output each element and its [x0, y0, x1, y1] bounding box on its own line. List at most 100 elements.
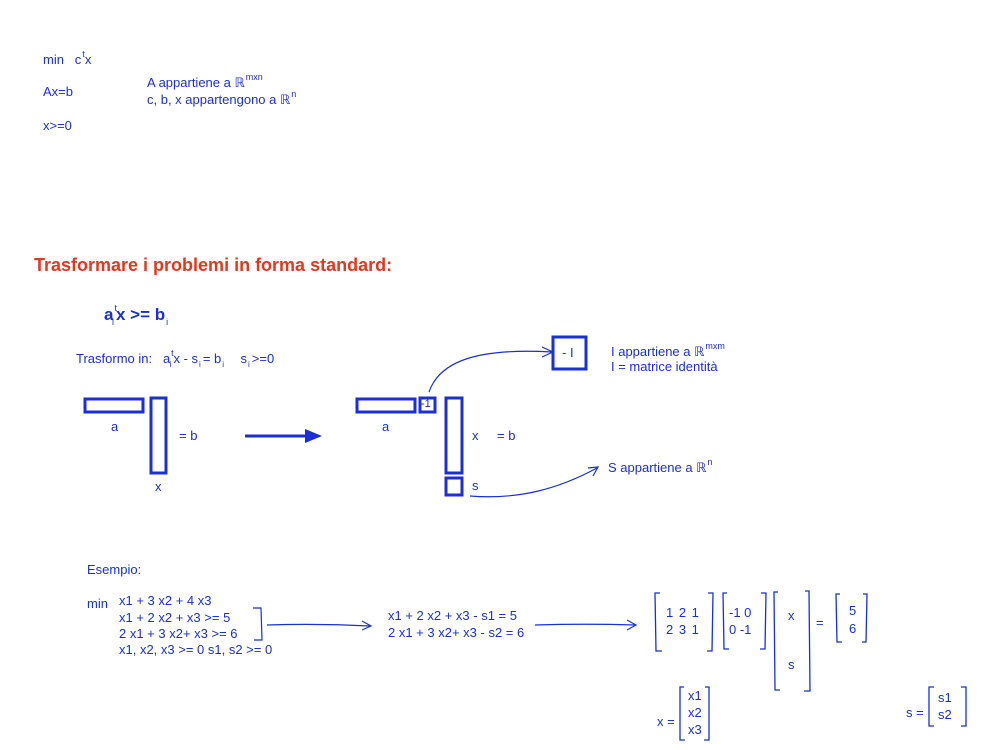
inequality-a-index: i	[111, 317, 114, 327]
left-a-label: a	[111, 419, 119, 434]
right-x-label: x	[472, 428, 479, 443]
s-belongs-text: S appartiene a ℝ	[608, 460, 707, 475]
example-standard-1: x1 + 2 x2 + x3 - s1 = 5	[388, 608, 517, 623]
transform-s-index: i	[199, 360, 201, 369]
left-equals-b: = b	[179, 428, 198, 443]
example-label: Esempio:	[87, 562, 142, 577]
s-arrowhead	[587, 466, 600, 477]
example-arrow-1-head	[361, 620, 373, 631]
left-a-row-block	[83, 397, 145, 414]
example-objective: x1 + 3 x2 + 4 x3	[119, 593, 212, 608]
s-definition-label: s =	[906, 705, 924, 720]
right-equals-b: = b	[497, 428, 516, 443]
right-s-block	[444, 476, 464, 497]
vector-x-entry: x	[788, 608, 795, 623]
matrix-a-row-1: 1 2 1	[666, 605, 699, 620]
x-vector-entry-1: x1	[688, 688, 702, 703]
a-belongs-text: A appartiene a ℝ	[147, 75, 245, 90]
transform-a-index: i	[169, 360, 172, 369]
transform-arrow	[245, 429, 322, 443]
s-vector-entry-1: s1	[938, 690, 952, 705]
example-nonnegativity: x1, x2, x3 >= 0 s1, s2 >= 0	[119, 642, 273, 657]
right-x-column-block	[444, 396, 464, 475]
example-constraint-2: 2 x1 + 3 x2+ x3 >= 6	[119, 626, 238, 641]
example-standard-2: 2 x1 + 3 x2+ x3 - s2 = 6	[388, 625, 525, 640]
identity-arrowhead	[541, 346, 555, 358]
identity-curved-arrow	[428, 350, 553, 393]
x-vector-entry-2: x2	[688, 705, 702, 720]
vector-s-entry: s	[788, 657, 795, 672]
transform-b-index: i	[222, 360, 225, 369]
right-minus-one-block	[418, 396, 437, 414]
transform-s: s	[240, 351, 247, 366]
constraint-nonnegativity: x>=0	[43, 118, 72, 133]
transform-equals-b: = b	[202, 351, 222, 366]
s-belongs-line: S appartiene a ℝn	[608, 457, 713, 477]
matrix-i-row-1: -1 0	[729, 605, 752, 620]
example-min: min	[87, 596, 108, 611]
rhs-right-bracket	[862, 593, 868, 643]
s-curved-arrow	[469, 467, 598, 498]
s-vector-entry-2: s2	[938, 707, 952, 722]
transform-transpose: t	[171, 348, 174, 358]
right-a-row-block	[355, 397, 417, 414]
cbx-belongs-text: c, b, x appartengono a ℝ	[147, 92, 291, 107]
identity-definition: I = matrice identità	[611, 359, 718, 374]
rhs-entry-2: 6	[849, 621, 857, 636]
inequality-b-index: i	[166, 317, 169, 327]
matrix-i-right-bracket	[760, 592, 767, 650]
x-vector-left-bracket	[679, 686, 685, 741]
right-minus-one-label: -1	[421, 398, 431, 410]
x-vector-right-bracket	[704, 686, 710, 741]
s-vector-right-bracket	[961, 686, 967, 727]
matrix-a-row-2: 2 3 1	[666, 622, 699, 637]
transform-s-index-2: i	[247, 360, 250, 369]
objective-transpose: t	[82, 49, 85, 59]
matrix-a-right-bracket	[707, 592, 714, 652]
objective-min: min	[43, 52, 64, 67]
x-vector-entry-3: x3	[688, 722, 702, 737]
s-dimension: n	[707, 457, 713, 467]
identity-box-label: - I	[562, 345, 574, 360]
objective-c: c	[74, 52, 82, 67]
inequality-transpose: t	[114, 303, 117, 313]
identity-box	[551, 335, 588, 371]
example-arrow-1	[266, 623, 371, 627]
vector-xs-left-bracket	[773, 591, 780, 691]
rhs-entry-1: 5	[849, 603, 857, 618]
left-x-column-block	[149, 396, 168, 475]
right-s-label: s	[472, 478, 479, 493]
identity-belongs-text: I appartiene a ℝ	[611, 344, 705, 359]
matrix-i-row-2: 0 -1	[729, 622, 752, 637]
vector-xs-right-bracket	[804, 590, 811, 692]
identity-dimension: mxm	[705, 341, 725, 351]
matrix-a-left-bracket	[654, 592, 662, 652]
inequality-a: a	[104, 305, 114, 324]
constraints-brace	[253, 607, 263, 641]
transform-label: Trasformo in:	[76, 351, 153, 366]
identity-belongs-line: I appartiene a ℝmxm	[611, 341, 725, 361]
section-title: Trasformare i problemi in forma standard…	[34, 255, 393, 275]
left-x-label: x	[155, 479, 162, 494]
transform-nonneg: >=0	[251, 351, 275, 366]
inequality-rest: x >= b	[115, 305, 166, 324]
objective-line: min ctx	[43, 49, 92, 69]
matrix-equals: =	[816, 615, 824, 630]
matrix-i-left-bracket	[722, 592, 729, 650]
example-arrow-2-head	[626, 619, 638, 631]
right-a-label: a	[382, 419, 390, 434]
example-constraint-1: x1 + 2 x2 + x3 >= 5	[119, 610, 231, 625]
a-belongs-line: A appartiene a ℝmxn	[147, 72, 263, 92]
example-arrow-2	[534, 623, 636, 626]
transform-x-minus-s: x - s	[173, 351, 199, 366]
constraint-equality: Ax=b	[43, 84, 73, 99]
transform-a: a	[162, 351, 171, 366]
s-vector-left-bracket	[928, 686, 934, 727]
rhs-left-bracket	[835, 593, 842, 643]
objective-x: x	[84, 52, 92, 67]
cbx-belongs-line: c, b, x appartengono a ℝn	[147, 89, 296, 109]
x-definition-label: x =	[657, 714, 675, 729]
